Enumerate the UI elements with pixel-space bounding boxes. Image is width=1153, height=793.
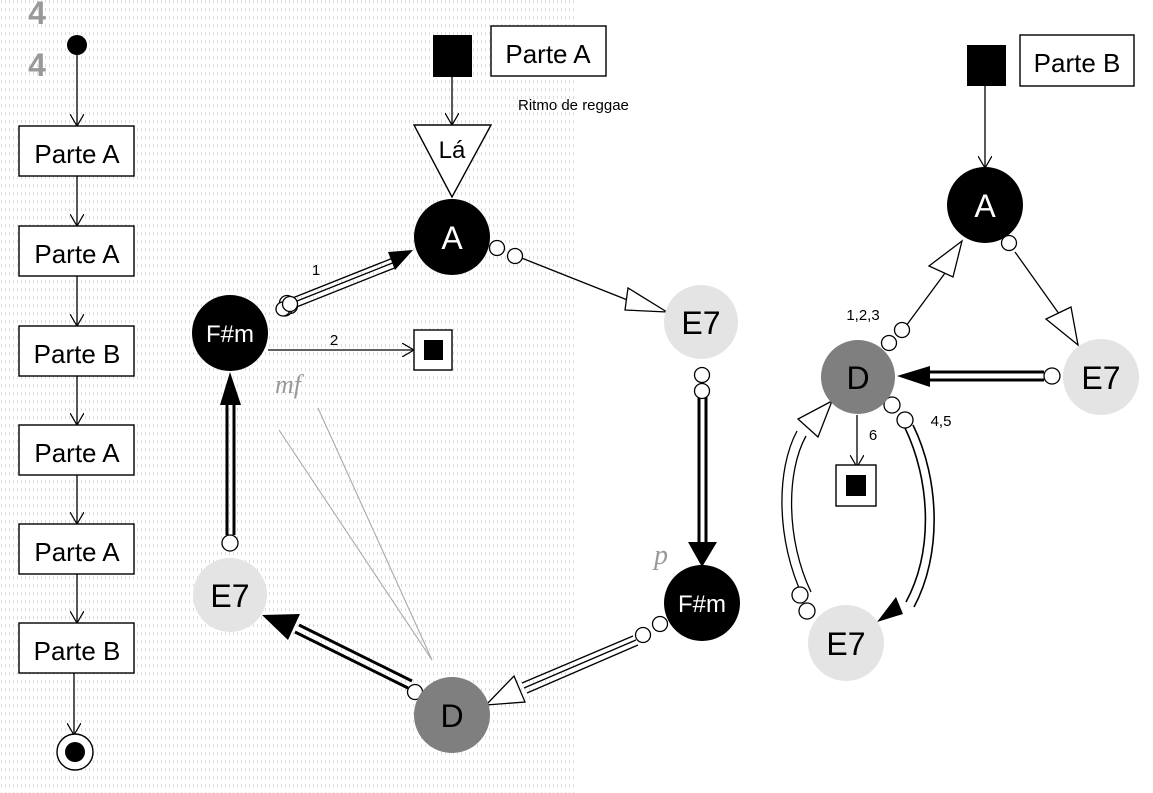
mf-hairpin-line (278, 429, 433, 661)
edge-label-6: 6 (869, 427, 877, 444)
svg-text:A: A (441, 220, 463, 256)
svg-text:E7: E7 (210, 578, 249, 614)
mf-hairpin-line (317, 407, 433, 661)
form-section[interactable]: Parte B (18, 325, 135, 377)
svg-text:D: D (846, 360, 869, 396)
parte-a-diagram: Parte A Ritmo de reggae Lá (192, 25, 740, 753)
svg-text:E7: E7 (826, 626, 865, 662)
parte-a-subtitle: Ritmo de reggae (518, 97, 629, 114)
key-label: Lá (439, 137, 466, 164)
form-section-label: Parte A (34, 438, 120, 468)
parte-b-end-icon (835, 464, 877, 507)
edge-label-1: 1 (312, 262, 320, 279)
chord-node-e7-left[interactable]: E7 (193, 558, 267, 632)
parte-b-diagram: Parte B 1,2,3 6 (781, 34, 1139, 681)
chord-node-d[interactable]: D (414, 677, 490, 753)
form-section-label: Parte A (34, 239, 120, 269)
chord-node-b-e7-right[interactable]: E7 (1063, 339, 1139, 415)
edge-label-45: 4,5 (931, 413, 952, 430)
form-column: 4 4 Parte A Parte A Parte B Parte A Part… (18, 0, 135, 771)
parte-a-end-icon (413, 329, 453, 371)
parte-a-title: Parte A (505, 39, 591, 69)
key-triangle: Lá (412, 124, 493, 199)
svg-text:E7: E7 (681, 305, 720, 341)
form-section[interactable]: Parte A (18, 424, 135, 476)
form-section-label: Parte A (34, 537, 120, 567)
parte-a-title-box: Parte A (490, 25, 607, 77)
chord-node-e7-top[interactable]: E7 (664, 285, 738, 359)
edge-label-123: 1,2,3 (846, 307, 879, 324)
svg-text:F#m: F#m (206, 321, 254, 348)
chord-node-fsm-right[interactable]: F#m (664, 565, 740, 641)
svg-text:E7: E7 (1081, 360, 1120, 396)
time-signature-bottom: 4 (28, 47, 46, 83)
dynamic-p: p (652, 540, 668, 571)
parte-a-start-icon (433, 35, 472, 77)
dynamic-mf: mf (275, 370, 305, 399)
parte-b-title: Parte B (1034, 48, 1121, 78)
time-signature-top: 4 (28, 0, 46, 31)
parte-b-title-box: Parte B (1019, 34, 1135, 87)
svg-text:A: A (974, 188, 996, 224)
end-node-icon (56, 733, 94, 771)
chord-node-b-a[interactable]: A (947, 167, 1023, 243)
form-section-label: Parte B (34, 339, 121, 369)
chord-node-b-d[interactable]: D (821, 340, 895, 414)
form-section[interactable]: Parte A (18, 523, 135, 575)
parte-b-start-icon (967, 45, 1006, 86)
svg-text:F#m: F#m (678, 591, 726, 618)
form-section-label: Parte B (34, 636, 121, 666)
chord-node-b-e7-bottom[interactable]: E7 (808, 605, 884, 681)
edge-label-2: 2 (330, 332, 338, 349)
svg-text:D: D (440, 698, 463, 734)
form-section[interactable]: Parte A (18, 125, 135, 177)
start-node-icon (67, 35, 87, 55)
chord-node-fsm-left[interactable]: F#m (192, 295, 268, 371)
form-section[interactable]: Parte B (18, 622, 135, 674)
form-section[interactable]: Parte A (18, 225, 135, 277)
chord-node-a[interactable]: A (414, 199, 490, 275)
form-section-label: Parte A (34, 139, 120, 169)
